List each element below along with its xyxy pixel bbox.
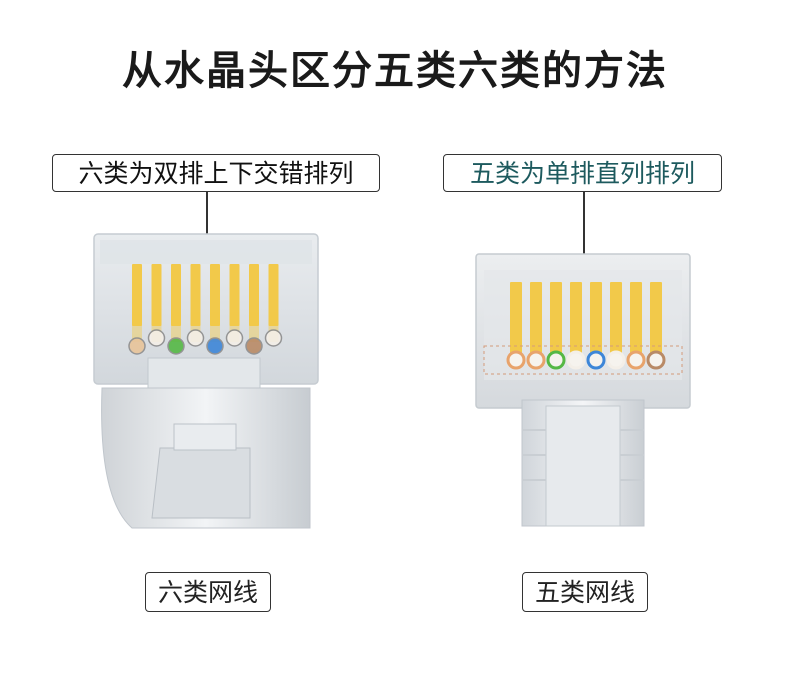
cat6-wire-ring	[264, 329, 283, 347]
cat5-pin	[610, 282, 622, 354]
cat5-wire-ring	[626, 350, 646, 370]
cat6-pin-shadow	[132, 312, 142, 342]
cat6-wire-ring	[206, 337, 224, 355]
cat5-wire-ring	[606, 350, 626, 370]
cat5-wire-ring	[546, 350, 566, 370]
cat5-wire-ring	[526, 350, 546, 370]
cat6-pin-shadow	[210, 312, 220, 342]
cat6-pin	[190, 264, 201, 326]
cat5-pin	[530, 282, 542, 354]
cat6-pin	[249, 264, 259, 326]
cat6-pin	[171, 264, 181, 326]
cat5-pin	[570, 282, 582, 354]
cat5-wire-ring	[586, 350, 606, 370]
cat6-wire-ring	[147, 329, 166, 347]
cat5-wire-ring	[566, 350, 586, 370]
cat6-pin-shadow	[229, 312, 240, 342]
cat6-pin-shadow	[249, 312, 259, 342]
cat6-wire-ring	[167, 337, 185, 355]
cat5-wire-ring	[506, 350, 526, 370]
cat6-callout: 六类为双排上下交错排列	[52, 154, 380, 192]
cat5-caption: 五类网线	[522, 572, 648, 612]
cat5-pin	[550, 282, 562, 354]
cat5-callout: 五类为单排直列排列	[443, 154, 722, 192]
cat6-caption: 六类网线	[145, 572, 271, 612]
cat6-pin-shadow	[190, 312, 201, 342]
cat6-pin	[132, 264, 142, 326]
cat6-pin-shadow	[171, 312, 181, 342]
cat6-wire-ring	[245, 337, 263, 355]
cat5-pin	[650, 282, 662, 354]
page-title: 从水晶头区分五类六类的方法	[122, 48, 668, 94]
cat6-wire-ring	[128, 337, 146, 355]
cat6-wire-ring	[225, 329, 244, 347]
cat6-pin	[229, 264, 240, 326]
cat5-pin	[590, 282, 602, 354]
cat5-pin	[510, 282, 522, 354]
cat6-pin-shadow	[268, 312, 279, 342]
cat6-pin	[268, 264, 279, 326]
cat5-connector-illustration	[475, 253, 691, 527]
cat6-wire-ring	[186, 329, 205, 347]
cat6-pin-shadow	[151, 312, 162, 342]
cat5-pin	[630, 282, 642, 354]
cat6-pin	[151, 264, 162, 326]
cat6-pin	[210, 264, 220, 326]
cat5-wire-ring	[646, 350, 666, 370]
cat6-connector-illustration	[93, 233, 319, 529]
